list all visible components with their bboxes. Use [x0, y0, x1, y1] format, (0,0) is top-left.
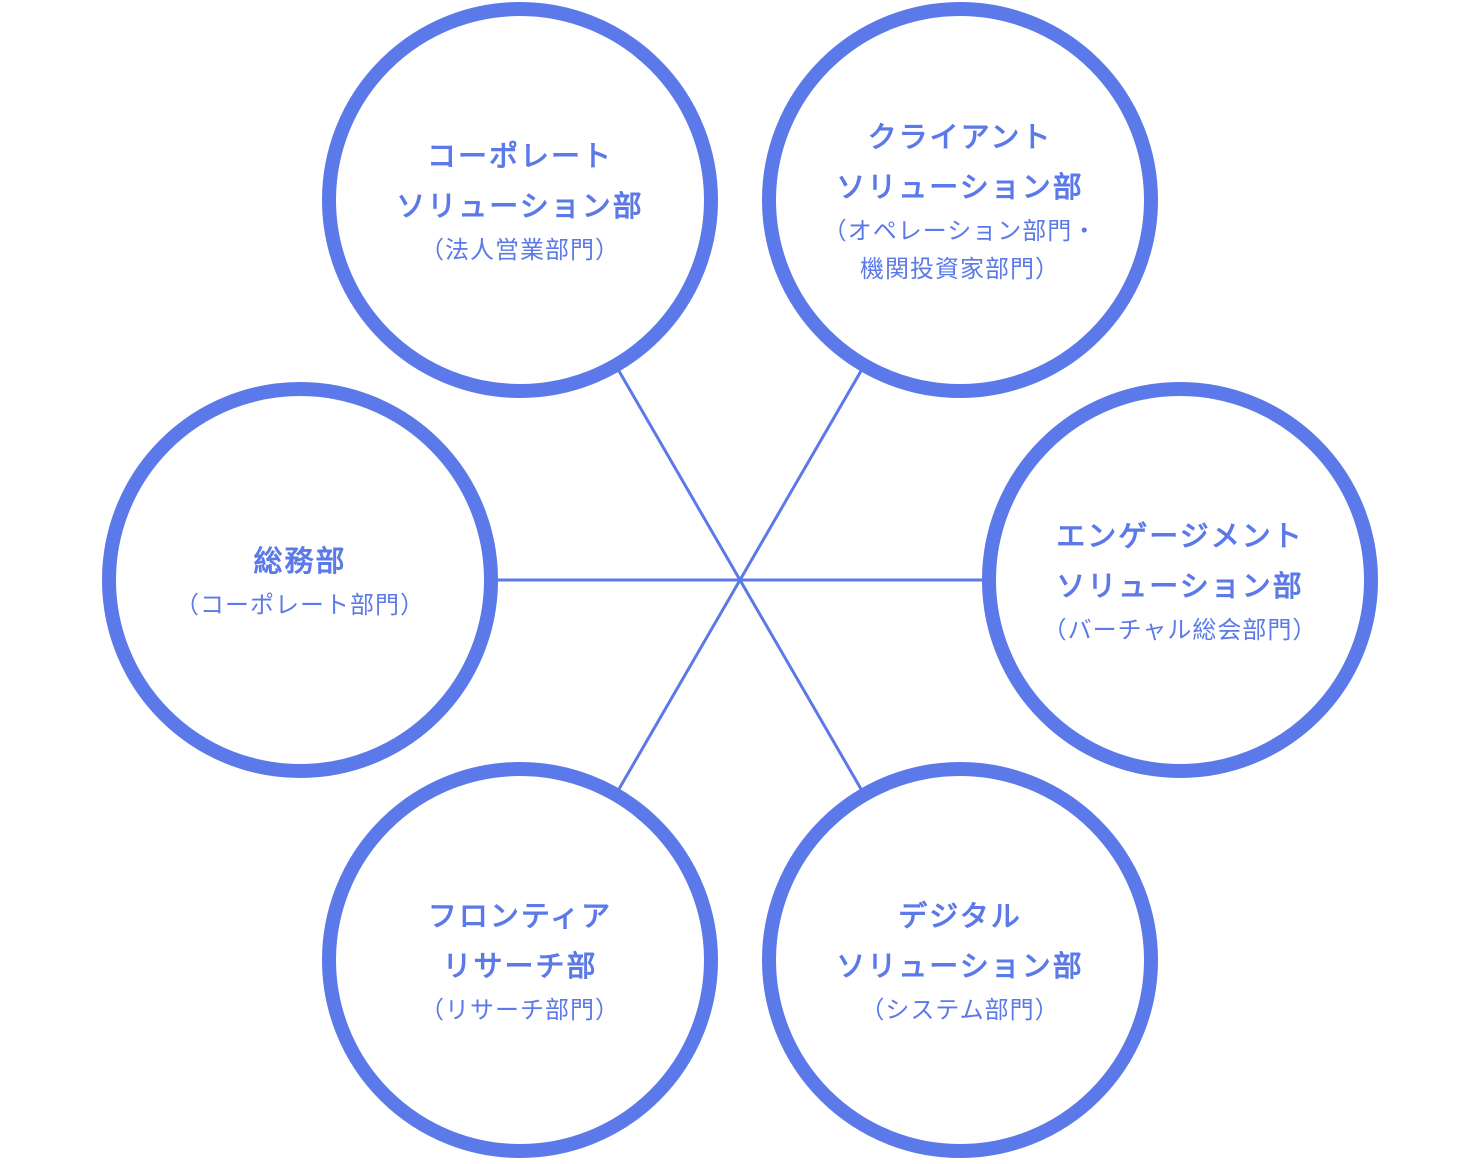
node-title: コーポレート: [426, 139, 613, 173]
node-ring-corporate: [322, 2, 718, 398]
node-digital: デジタル ソリューション部 （システム部門）: [780, 890, 1140, 1030]
node-client: クライアント ソリューション部 （オペレーション部門・ 機関投資家部門）: [780, 110, 1140, 290]
node-rings: [102, 2, 1378, 1158]
node-title: デジタル: [898, 899, 1022, 933]
node-title: ソリューション部: [836, 170, 1084, 204]
node-ring-engagement: [982, 382, 1378, 778]
node-title: エンゲージメント: [1056, 519, 1304, 553]
node-title: リサーチ部: [442, 949, 598, 983]
node-title: ソリューション部: [1056, 569, 1304, 603]
node-subtitle: （リサーチ部門）: [420, 996, 620, 1024]
node-subtitle: （オペレーション部門・: [822, 217, 1098, 245]
node-ring-general-affairs: [102, 382, 498, 778]
node-title: 総務部: [253, 544, 347, 578]
node-ring-client: [762, 2, 1158, 398]
node-engagement: エンゲージメント ソリューション部 （バーチャル総会部門）: [1000, 510, 1360, 650]
node-subtitle: （コーポレート部門）: [175, 591, 425, 619]
node-ring-frontier: [322, 762, 718, 1158]
node-subtitle: （法人営業部門）: [420, 236, 620, 264]
node-ring-digital: [762, 762, 1158, 1158]
node-title: ソリューション部: [396, 189, 644, 223]
node-subtitle: 機関投資家部門）: [860, 255, 1060, 283]
node-title: ソリューション部: [836, 949, 1084, 983]
node-frontier: フロンティア リサーチ部 （リサーチ部門）: [340, 890, 700, 1030]
node-title: クライアント: [867, 120, 1053, 154]
node-general-affairs: 総務部 （コーポレート部門）: [120, 534, 480, 626]
node-corporate: コーポレート ソリューション部 （法人営業部門）: [340, 130, 700, 270]
node-title: フロンティア: [427, 899, 613, 933]
node-subtitle: （バーチャル総会部門）: [1042, 616, 1318, 644]
node-subtitle: （システム部門）: [860, 996, 1060, 1024]
